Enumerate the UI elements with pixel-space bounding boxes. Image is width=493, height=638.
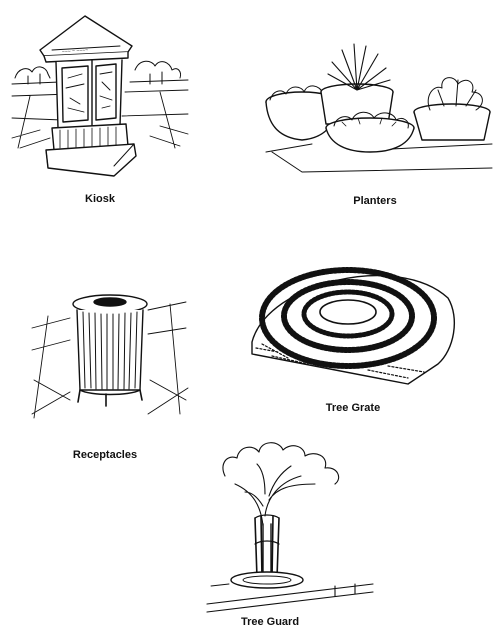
planters-illustration: [262, 40, 493, 190]
caption-tree-guard: Tree Guard: [240, 616, 300, 628]
caption-kiosk: Kiosk: [85, 193, 115, 205]
svg-text:~~~ ~ ~~~~: ~~~ ~ ~~~~: [62, 47, 89, 55]
caption-tree-grate: Tree Grate: [325, 402, 381, 414]
caption-planters: Planters: [353, 195, 397, 207]
caption-receptacles: Receptacles: [72, 449, 138, 461]
tree-grate-illustration: [248, 258, 458, 388]
kiosk-illustration: ~~~ ~ ~~~~: [10, 8, 190, 188]
receptacle-illustration: [30, 288, 190, 428]
tree-guard-illustration: [205, 436, 375, 614]
